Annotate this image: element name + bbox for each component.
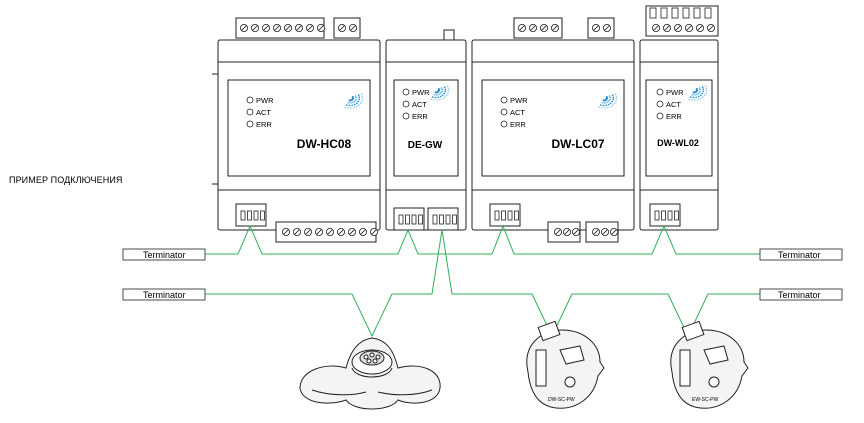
status-led: [500, 96, 508, 104]
connector-pin: [661, 210, 666, 221]
diagram-caption: ПРИМЕР ПОДКЛЮЧЕНИЯ: [9, 175, 123, 185]
connector-pin: [398, 214, 404, 225]
connector-pin: [253, 210, 259, 221]
connector-pin: [432, 214, 438, 225]
brand-logos: [344, 85, 708, 109]
status-led: [500, 120, 508, 128]
connector-pin: [405, 214, 410, 225]
terminator-box-right-top: [759, 248, 843, 261]
status-led: [402, 100, 410, 108]
module-name-dw-wl02: DW-WL02: [657, 138, 699, 148]
brand-logo-icon: [598, 93, 618, 109]
connector-pin: [507, 210, 513, 221]
connector-pin: [240, 210, 246, 221]
terminator-box-left-top: [122, 248, 206, 261]
module-name-dw-hc08: DW-HC08: [297, 137, 352, 151]
led-label: ERR: [510, 120, 526, 129]
terminator-box-right-bottom: [759, 288, 843, 301]
connector-pin: [452, 214, 457, 225]
led-label: PWR: [256, 96, 274, 105]
connector-pin: [418, 214, 423, 225]
connector-pin: [439, 214, 444, 225]
led-label: PWR: [510, 96, 528, 105]
status-leds: PWR ACT ERR PWR ACT ERR PWR ACT ERR PWR ACT ERR: [246, 88, 684, 129]
round-controller-ew-sc-pw: EW-SC-PW: [670, 320, 749, 409]
connector-pins: [240, 210, 679, 225]
connector-pin: [654, 210, 660, 221]
device-label: DW-SC-PW: [548, 397, 575, 403]
led-label: PWR: [666, 88, 684, 97]
led-label: ACT: [666, 100, 681, 109]
connector-pin: [667, 210, 673, 221]
brand-logo-icon: [430, 85, 450, 101]
brand-logo-icon: [688, 85, 708, 101]
module-name-de-gw: DE-GW: [408, 140, 443, 151]
module-name-dw-lc07: DW-LC07: [551, 137, 604, 151]
terminal-pin: [693, 7, 701, 19]
status-led: [246, 120, 254, 128]
connector-pin: [411, 214, 417, 225]
status-led: [402, 112, 410, 120]
status-led: [656, 112, 664, 120]
status-led: [500, 108, 508, 116]
led-label: ERR: [256, 120, 272, 129]
terminator-label: Terminator: [143, 290, 186, 300]
status-led: [656, 88, 664, 96]
terminal-pin: [704, 7, 712, 19]
terminal-pin: [671, 7, 679, 19]
status-led: [402, 88, 410, 96]
terminal-pin: [649, 7, 657, 19]
terminal-pin: [682, 7, 690, 19]
status-led: [246, 96, 254, 104]
terminator-label: Terminator: [143, 250, 186, 260]
connector-pin: [501, 210, 506, 221]
led-label: ERR: [666, 112, 682, 121]
device-label: EW-SC-PW: [692, 397, 719, 403]
led-label: ERR: [412, 112, 428, 121]
tri-lobe-sensor-device: [299, 337, 441, 410]
module-dw-hc08: [212, 17, 381, 243]
led-label: PWR: [412, 88, 430, 97]
status-led: [656, 100, 664, 108]
round-controller-dw-sc-pw: DW-SC-PW: [526, 320, 605, 409]
led-label: ACT: [256, 108, 271, 117]
connector-pin: [445, 214, 451, 225]
connector-pin: [260, 210, 265, 221]
led-label: ACT: [412, 100, 427, 109]
terminal-screws: [239, 7, 716, 236]
terminator-label: Terminator: [778, 250, 821, 260]
terminal-pin: [660, 7, 668, 19]
connector-pin: [494, 210, 500, 221]
connector-pin: [514, 210, 519, 221]
led-label: ACT: [510, 108, 525, 117]
connector-pin: [674, 210, 679, 221]
terminator-box-left-bottom: [122, 288, 206, 301]
module-de-gw: [385, 29, 467, 231]
connector-pin: [247, 210, 252, 221]
terminator-label: Terminator: [778, 290, 821, 300]
brand-logo-icon: [344, 93, 364, 109]
status-led: [246, 108, 254, 116]
module-dw-lc07: [471, 17, 635, 243]
